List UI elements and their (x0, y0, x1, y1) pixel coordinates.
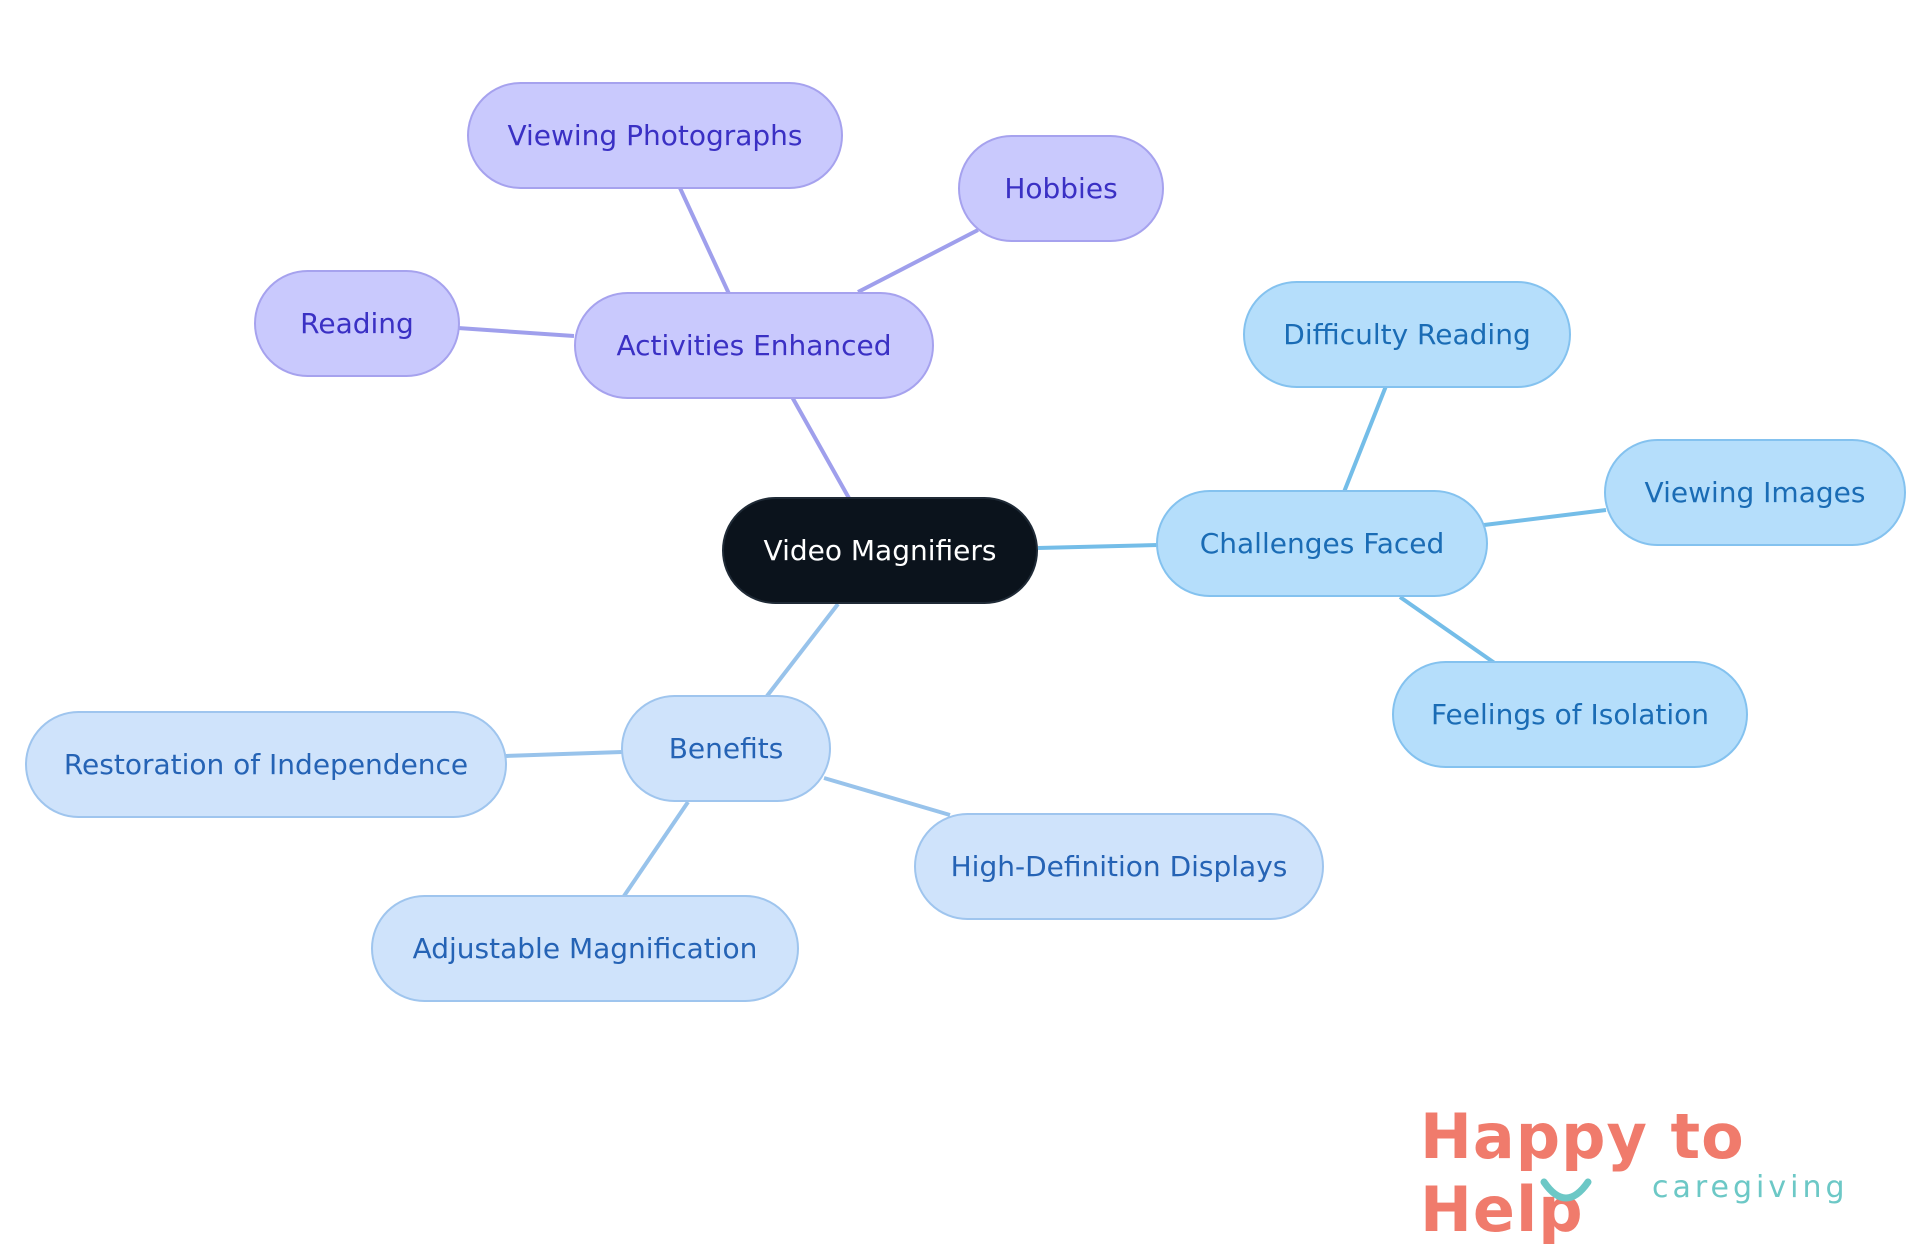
edge-challenges-difficulty (1342, 385, 1388, 493)
edge-benefits-independence (505, 750, 623, 758)
node-benefits: Benefits (621, 695, 831, 802)
logo-wordmark: Happy to Help (1420, 1100, 1745, 1246)
edge-root-activities (785, 387, 852, 501)
node-restoration-of-independence: Restoration of Independence (25, 711, 507, 818)
node-difficulty-reading: Difficulty Reading (1243, 281, 1571, 388)
edge-activities-hobbies (857, 228, 979, 294)
edge-activities-reading (457, 326, 575, 338)
edge-benefits-adjustable (622, 800, 690, 898)
node-feelings-of-isolation: Feelings of Isolation (1392, 661, 1748, 768)
node-viewing-images: Viewing Images (1604, 439, 1906, 546)
node-activities-enhanced: Activities Enhanced (574, 292, 934, 399)
logo-tagline: caregiving (1652, 1170, 1849, 1205)
edge-root-challenges (1037, 543, 1159, 550)
node-viewing-photographs: Viewing Photographs (467, 82, 843, 189)
edge-root-benefits (765, 602, 840, 698)
edge-challenges-viewing-images (1483, 508, 1607, 527)
node-video-magnifiers: Video Magnifiers (722, 497, 1038, 604)
node-challenges-faced: Challenges Faced (1156, 490, 1488, 597)
edge-challenges-isolation (1398, 595, 1498, 666)
node-hobbies: Hobbies (958, 135, 1164, 242)
node-adjustable-magnification: Adjustable Magnification (371, 895, 799, 1002)
connector-lines (457, 187, 1607, 898)
node-high-definition-displays: High-Definition Displays (914, 813, 1324, 920)
node-reading: Reading (254, 270, 460, 377)
mind-map: Video Magnifiers Activities Enhanced Vie… (25, 82, 1906, 1002)
smile-icon (1540, 1178, 1592, 1202)
edge-activities-photographs (678, 187, 732, 297)
edge-benefits-hd (823, 776, 951, 817)
happy-to-help-logo: Happy to Help caregiving (1420, 1100, 1890, 1246)
